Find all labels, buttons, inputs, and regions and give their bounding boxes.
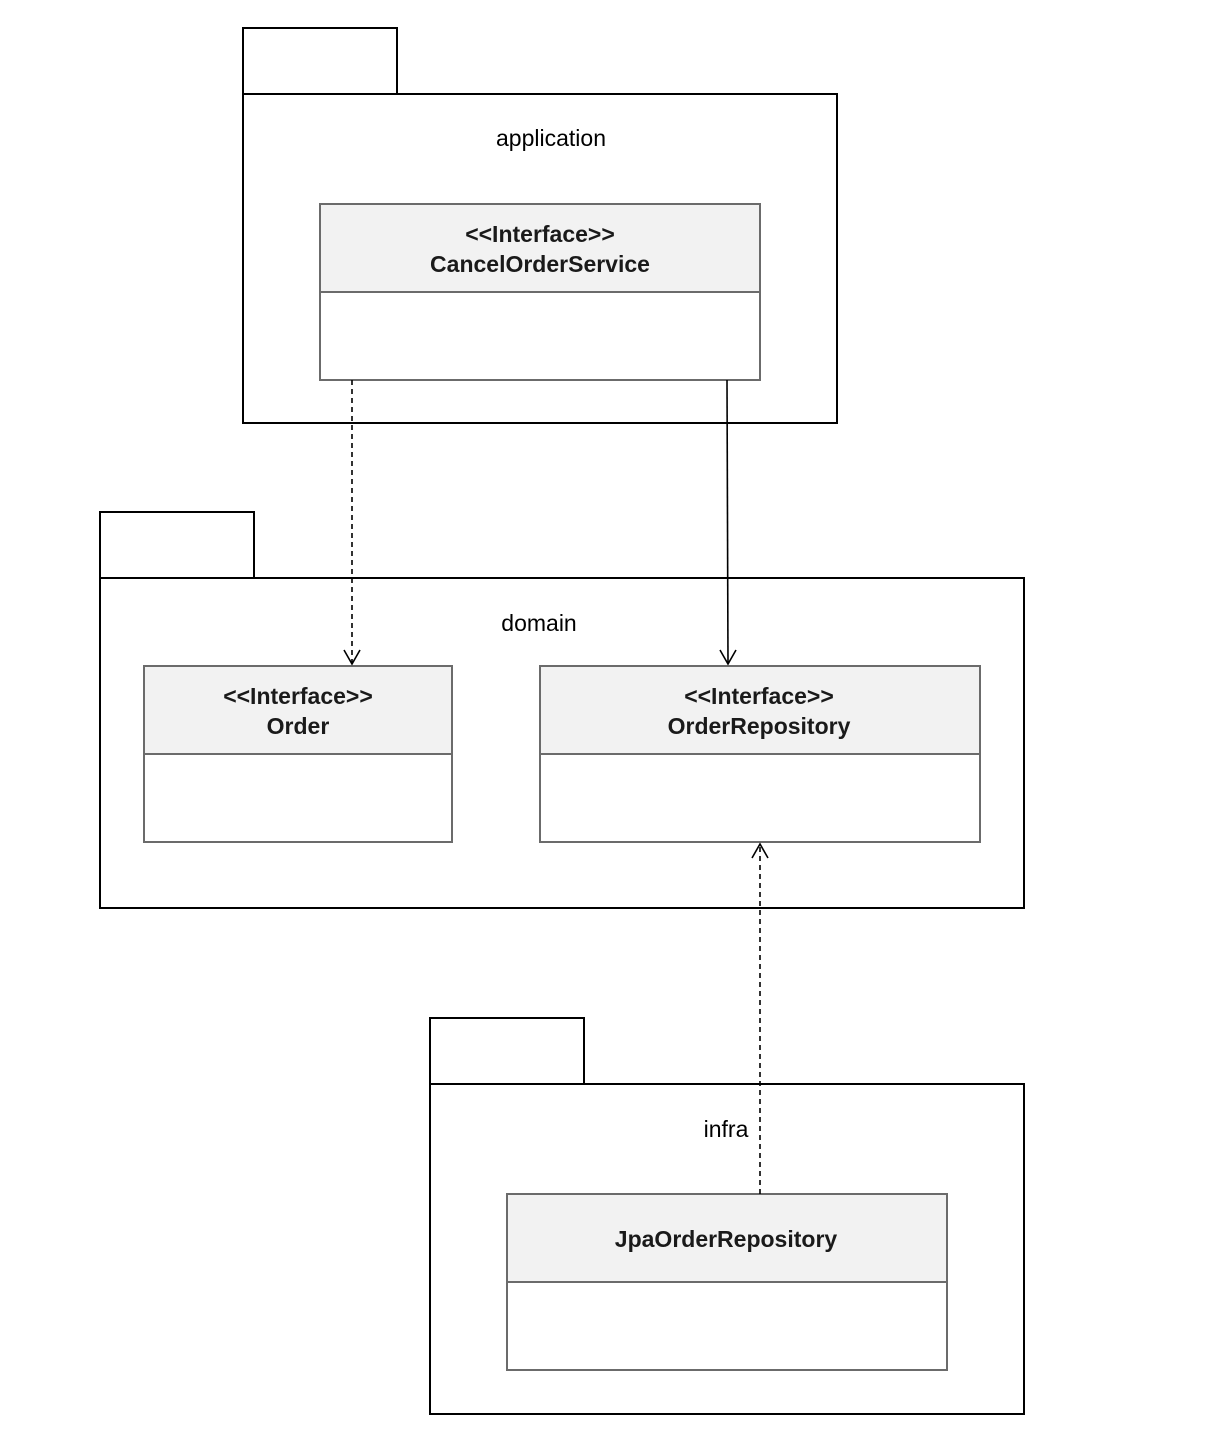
dependency-arrow-cancel-order-service-to-order[interactable]: [343, 380, 361, 666]
dependency-arrow-jpa-order-repository-to-order-repository[interactable]: [751, 842, 769, 1194]
class-header: [506, 1193, 948, 1283]
class-stereotype: <<Interface>>: [223, 683, 373, 709]
package-label-infra: infra: [704, 1116, 749, 1142]
open-arrowhead: [751, 842, 769, 859]
package-tab: [242, 27, 398, 95]
class-header: [143, 665, 453, 755]
class-members-compartment: [539, 753, 981, 843]
class-header: [319, 203, 761, 293]
class-order-repository[interactable]: <<Interface>> OrderRepository: [539, 665, 981, 843]
class-cancel-order-service[interactable]: <<Interface>> CancelOrderService: [319, 203, 761, 381]
open-arrowhead: [343, 649, 361, 666]
class-members-compartment: [143, 753, 453, 843]
class-jpa-order-repository[interactable]: JpaOrderRepository: [506, 1193, 948, 1371]
class-stereotype: <<Interface>>: [465, 221, 615, 247]
package-tab: [429, 1017, 585, 1085]
class-stereotype: <<Interface>>: [684, 683, 834, 709]
class-name: JpaOrderRepository: [615, 1226, 838, 1252]
class-order[interactable]: <<Interface>> Order: [143, 665, 453, 843]
class-header: [539, 665, 981, 755]
connector-line: [726, 379, 729, 665]
package-tab: [99, 511, 255, 579]
class-name: Order: [267, 713, 330, 739]
class-name: CancelOrderService: [430, 251, 650, 277]
class-members-compartment: [319, 291, 761, 381]
class-name: OrderRepository: [668, 713, 851, 739]
class-members-compartment: [506, 1281, 948, 1371]
package-label-domain: domain: [501, 610, 576, 636]
association-arrow-cancel-order-service-to-order-repository[interactable]: [719, 379, 737, 666]
open-arrowhead: [719, 649, 737, 666]
package-label-application: application: [496, 125, 606, 151]
